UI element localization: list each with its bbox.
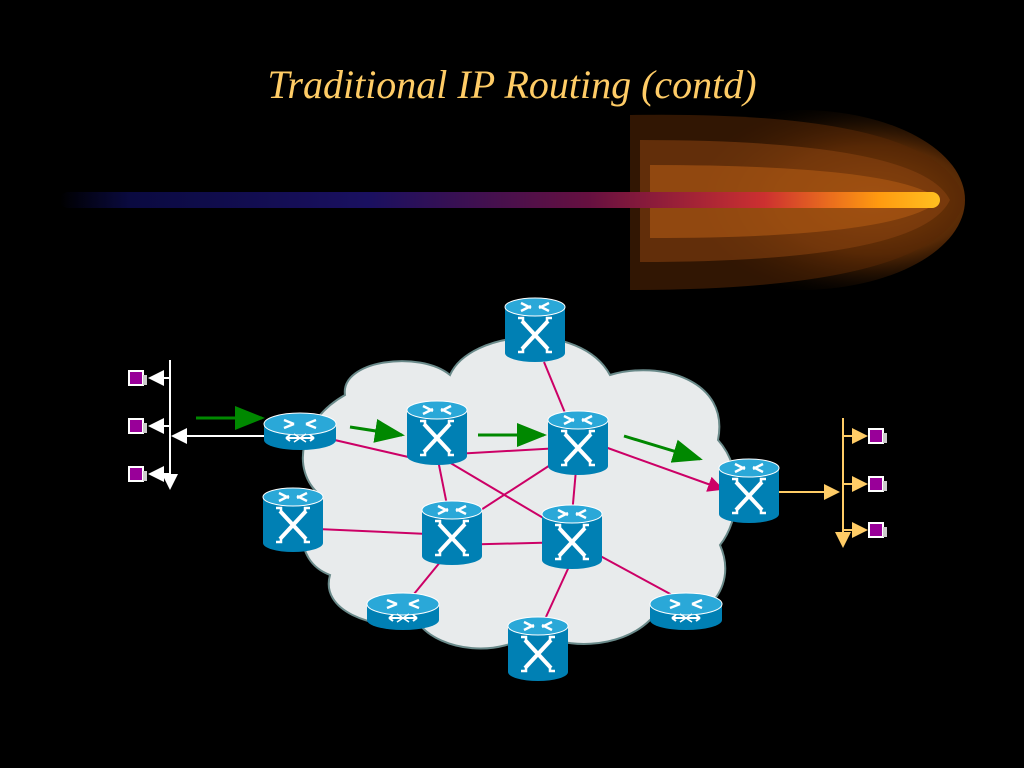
switch-icon (546, 409, 610, 477)
switch-icon (420, 499, 484, 567)
switch-icon (506, 615, 570, 683)
packet-flow-arrows (196, 406, 703, 463)
router-icon (262, 411, 338, 452)
router-icon (648, 591, 724, 632)
switch-icon (405, 399, 469, 467)
host-icon (868, 522, 888, 538)
host-icon (128, 466, 148, 482)
switch-icon (503, 296, 567, 364)
host-icon (868, 476, 888, 492)
right-lan (778, 418, 888, 548)
host-icon (128, 418, 148, 434)
switch-icon (717, 457, 781, 525)
slide-title: Traditional IP Routing (contd) (267, 62, 757, 107)
switch-icon (540, 503, 604, 571)
host-icon (128, 370, 148, 386)
router-icon (365, 591, 441, 632)
host-icon (868, 428, 888, 444)
switch-icon (261, 486, 325, 554)
left-lan (128, 360, 264, 490)
